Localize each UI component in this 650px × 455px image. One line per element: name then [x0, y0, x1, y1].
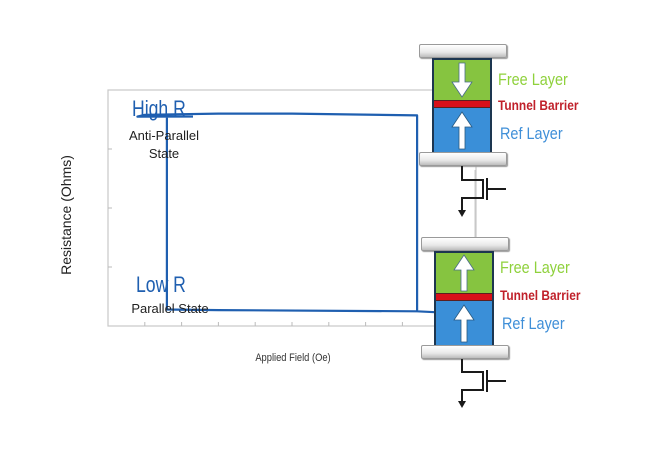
state-label: State [148, 146, 180, 161]
arrow-up-icon [453, 304, 475, 343]
hysteresis-curve [136, 112, 478, 316]
arrow-down-icon [451, 62, 473, 98]
top-electrode [419, 44, 507, 58]
tunnel-barrier [436, 293, 492, 301]
ref-layer-label: Ref Layer [502, 314, 565, 333]
arrow-up-icon [453, 254, 475, 292]
arrow-up-icon [451, 111, 473, 150]
bottom-electrode [421, 345, 509, 359]
tunnel-barrier-label: Tunnel Barrier [500, 287, 581, 303]
high-r-label: High R [132, 96, 186, 121]
y-ticks [108, 148, 112, 268]
tunnel-barrier [434, 100, 490, 108]
mtj-stack-parallel [434, 251, 494, 347]
bottom-electrode [419, 152, 507, 166]
parallel-state-label: Parallel State [131, 301, 209, 316]
anti-parallel-label: Anti-Parallel [128, 128, 200, 143]
y-axis-label: Resistance (Ohms) [58, 155, 74, 275]
free-layer-label: Free Layer [500, 258, 570, 277]
low-r-label: Low R [136, 272, 186, 297]
mtj-stack-antiparallel [432, 58, 492, 154]
top-electrode [421, 237, 509, 251]
free-layer-label: Free Layer [498, 70, 568, 89]
tunnel-barrier-label: Tunnel Barrier [498, 97, 579, 113]
ref-layer-label: Ref Layer [500, 124, 563, 143]
x-ticks [144, 322, 440, 326]
x-axis-label: Applied Field (Oe) [255, 352, 331, 364]
